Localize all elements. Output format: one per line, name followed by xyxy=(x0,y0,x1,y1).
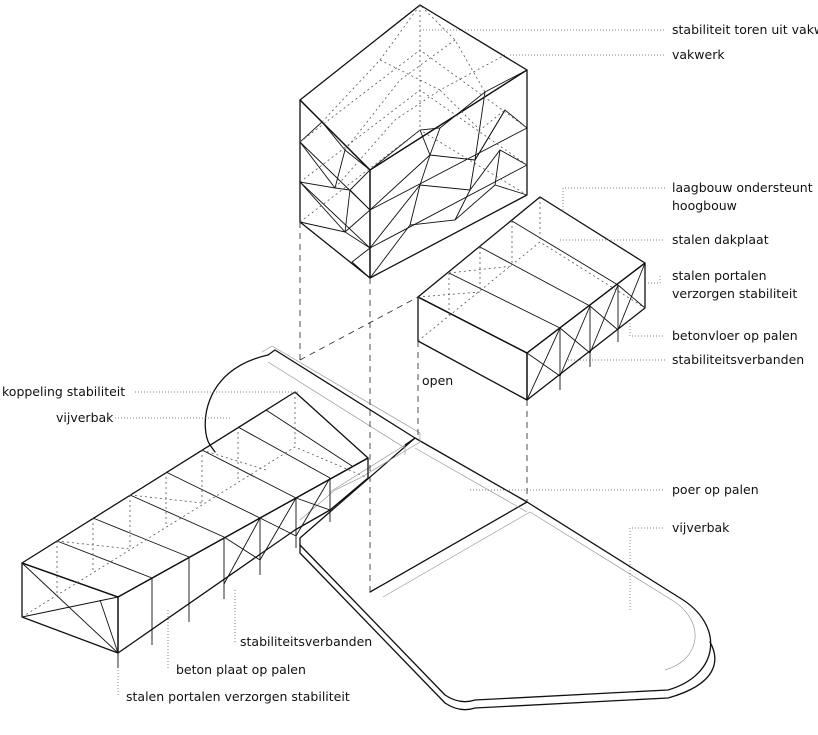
label-bracing-bottom: stabiliteitsverbanden xyxy=(240,634,372,649)
label-truss: vakwerk xyxy=(672,47,725,62)
label-steel-frames-line2: verzorgen stabiliteit xyxy=(672,286,797,301)
label-tower-stability: stabiliteit toren uit vakwerk xyxy=(672,22,818,37)
lower-left-building xyxy=(21,391,369,668)
label-steel-roof-deck: stalen dakplaat xyxy=(672,232,769,247)
right-slab xyxy=(299,437,716,711)
label-pond-box-right: vijverbak xyxy=(672,520,730,535)
label-open: open xyxy=(422,373,453,388)
label-lowrise-supports-line1: laagbouw ondersteunt xyxy=(672,180,813,195)
label-coupling-stability: koppeling stabiliteit xyxy=(2,384,125,399)
label-pile-cap: poer op palen xyxy=(672,482,759,497)
labels: stabiliteit toren uit vakwerk vakwerk la… xyxy=(2,22,818,704)
label-concrete-floor-piles: betonvloer op palen xyxy=(672,328,798,343)
label-steel-frames-line1: stalen portalen xyxy=(672,268,767,283)
leader-lines xyxy=(115,29,665,697)
tower xyxy=(298,4,528,279)
label-bracing-right: stabiliteitsverbanden xyxy=(672,352,804,367)
label-steel-frames-bottom: stalen portalen verzorgen stabiliteit xyxy=(126,689,350,704)
label-concrete-slab-piles: beton plaat op palen xyxy=(176,662,306,677)
right-building xyxy=(417,196,646,401)
label-lowrise-supports-line2: hoogbouw xyxy=(672,198,737,213)
left-pond-box xyxy=(204,345,421,521)
projection-lines xyxy=(299,222,528,592)
label-pond-box-left: vijverbak xyxy=(56,410,114,425)
